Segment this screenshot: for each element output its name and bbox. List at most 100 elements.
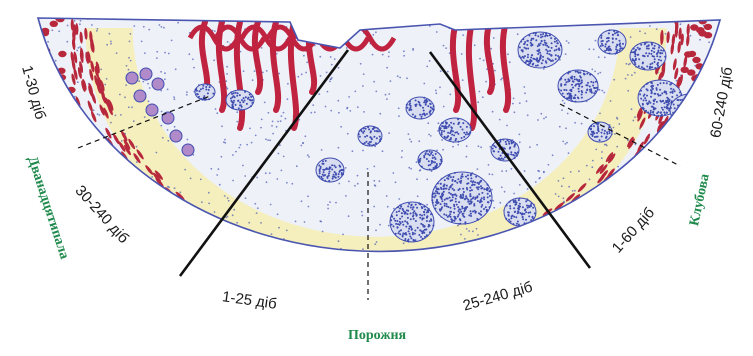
follicle-cell bbox=[405, 258, 407, 260]
cell-dot bbox=[597, 189, 599, 191]
muscle-fiber bbox=[125, 173, 135, 185]
follicle-cell bbox=[366, 135, 368, 137]
muscle-fiber bbox=[538, 237, 550, 246]
follicle-cell bbox=[540, 34, 542, 36]
follicle-cell bbox=[532, 63, 534, 65]
cell-dot bbox=[373, 166, 375, 168]
follicle-cell bbox=[563, 256, 565, 258]
follicle-cell bbox=[650, 110, 652, 112]
follicle-cell bbox=[487, 201, 489, 203]
muscle-fiber bbox=[128, 175, 138, 186]
muscle-cell bbox=[261, 275, 269, 281]
follicle-cell bbox=[200, 98, 202, 100]
follicle-cell bbox=[376, 130, 378, 132]
cell-dot bbox=[163, 27, 165, 29]
cell-dot bbox=[307, 31, 309, 33]
cell-dot bbox=[267, 139, 269, 141]
muscle-fiber bbox=[277, 254, 289, 261]
follicle-cell bbox=[558, 238, 560, 240]
follicle-cell bbox=[691, 107, 693, 109]
cell-dot bbox=[540, 113, 542, 115]
cell-dot bbox=[219, 184, 221, 186]
follicle-cell bbox=[407, 213, 409, 215]
follicle-cell bbox=[423, 214, 425, 216]
cell-dot bbox=[281, 115, 283, 117]
follicle-cell bbox=[642, 55, 644, 57]
cell-dot bbox=[592, 226, 594, 228]
cell-dot bbox=[599, 113, 601, 115]
muscle-cell bbox=[169, 226, 177, 232]
follicle-cell bbox=[390, 282, 392, 284]
follicle-cell bbox=[574, 76, 576, 78]
cell-dot bbox=[398, 300, 400, 302]
follicle-cell bbox=[232, 104, 234, 106]
cell-dot bbox=[601, 90, 603, 92]
muscle-cell bbox=[116, 176, 124, 182]
cell-dot bbox=[382, 150, 384, 152]
follicle-cell bbox=[390, 280, 392, 282]
cell-dot bbox=[169, 198, 171, 200]
follicle-cell bbox=[529, 59, 531, 61]
follicle-cell bbox=[481, 192, 483, 194]
muscle-fiber bbox=[183, 229, 195, 239]
cell-dot bbox=[653, 167, 655, 169]
follicle-cell bbox=[695, 111, 697, 113]
cell-dot bbox=[221, 156, 223, 158]
cell-dot bbox=[603, 92, 605, 94]
follicle-cell bbox=[525, 219, 527, 221]
follicle-cell bbox=[406, 276, 408, 278]
follicle-cell bbox=[470, 127, 472, 129]
cell-dot bbox=[431, 261, 433, 263]
follicle-cell bbox=[603, 133, 605, 135]
cell-dot bbox=[338, 147, 340, 149]
cell-dot bbox=[375, 229, 377, 231]
follicle-cell bbox=[381, 266, 383, 268]
follicle-cell bbox=[665, 93, 667, 95]
muscle-fiber bbox=[539, 229, 551, 238]
follicle-cell bbox=[449, 213, 451, 215]
follicle-cell bbox=[481, 197, 483, 199]
follicle-cell bbox=[550, 238, 552, 240]
follicle-cell bbox=[431, 151, 433, 153]
cell-dot bbox=[377, 306, 379, 308]
muscle-cell bbox=[68, 119, 76, 125]
muscle-cell bbox=[484, 272, 492, 278]
cell-dot bbox=[254, 70, 256, 72]
follicle-cell bbox=[545, 62, 547, 64]
cell-dot bbox=[164, 234, 166, 236]
cell-dot bbox=[204, 258, 206, 260]
follicle-cell bbox=[689, 124, 691, 126]
muscle-cell bbox=[289, 279, 297, 285]
follicle-cell bbox=[558, 47, 560, 49]
follicle-cell bbox=[449, 132, 451, 134]
follicle-cell bbox=[376, 260, 378, 262]
follicle-cell bbox=[535, 34, 537, 36]
follicle-cell bbox=[675, 120, 677, 122]
muscle-fiber bbox=[496, 246, 508, 254]
muscle-fiber bbox=[589, 203, 600, 214]
muscle-fiber bbox=[252, 242, 264, 250]
follicle-cell bbox=[413, 240, 415, 242]
cell-dot bbox=[174, 98, 176, 100]
follicle-cell bbox=[377, 264, 379, 266]
follicle-cell bbox=[458, 122, 460, 124]
follicle-cell bbox=[402, 224, 404, 226]
cell-dot bbox=[330, 78, 332, 80]
follicle-cell bbox=[373, 264, 375, 266]
cell-dot bbox=[352, 150, 354, 152]
cell-dot bbox=[439, 87, 441, 89]
cell-dot bbox=[318, 21, 320, 23]
follicle-cell bbox=[581, 94, 583, 96]
muscle-fiber bbox=[231, 241, 243, 249]
follicle-cell bbox=[412, 114, 414, 116]
cell-dot bbox=[625, 78, 627, 80]
follicle-cell bbox=[689, 100, 691, 102]
follicle-cell bbox=[524, 55, 526, 57]
muscle-cell bbox=[462, 274, 470, 280]
follicle-cell bbox=[690, 109, 692, 111]
follicle-cell bbox=[522, 38, 524, 40]
follicle-cell bbox=[385, 256, 387, 258]
cell-dot bbox=[656, 136, 658, 138]
muscle-cell bbox=[660, 137, 668, 143]
follicle-cell bbox=[705, 117, 707, 119]
